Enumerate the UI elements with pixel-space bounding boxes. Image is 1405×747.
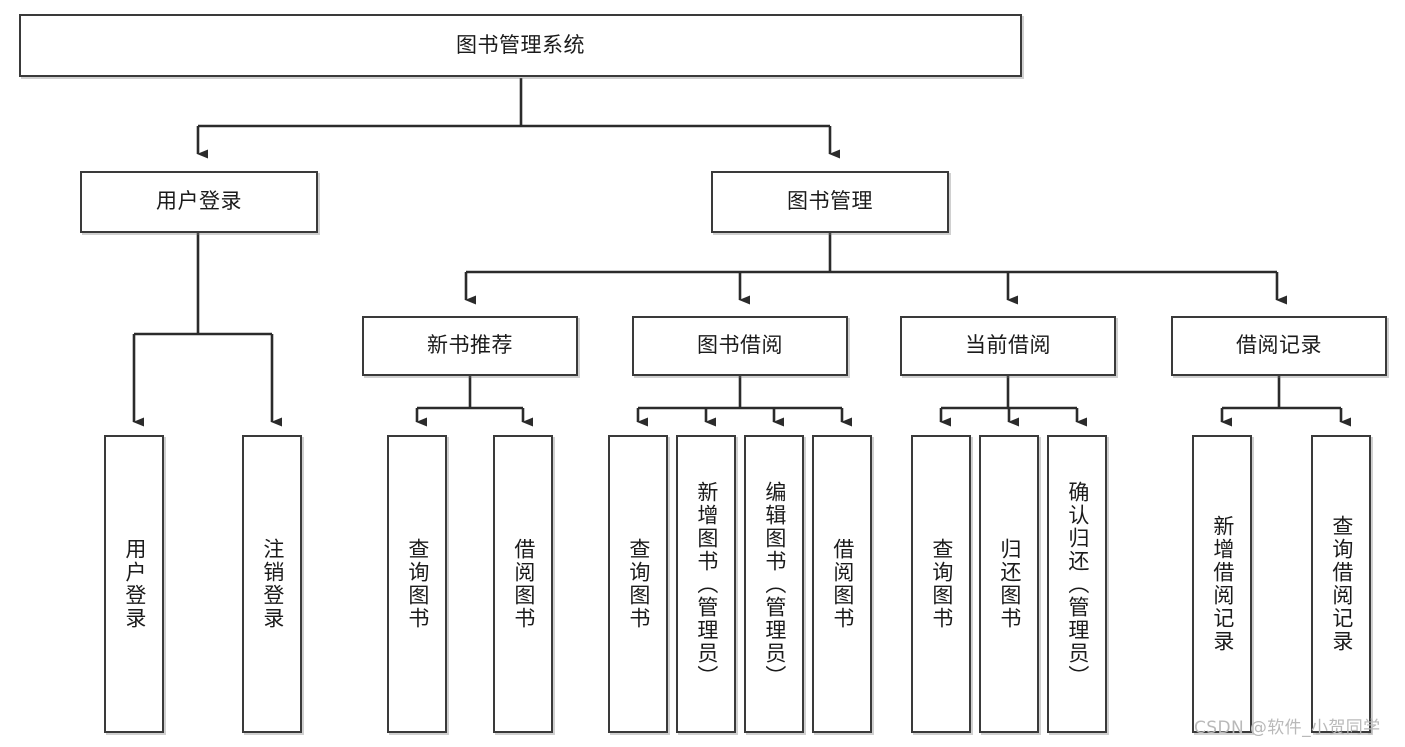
leaf-edit-book-admin[interactable]: 编辑图书（管理员） xyxy=(744,435,804,733)
leaf-user-login[interactable]: 用户登录 xyxy=(104,435,164,733)
leaf-query-book-current[interactable]: 查询图书 xyxy=(911,435,971,733)
leaf-query-book-recommend[interactable]: 查询图书 xyxy=(387,435,447,733)
leaf-add-borrow-record[interactable]: 新增借阅记录 xyxy=(1192,435,1252,733)
node-label: 注销登录 xyxy=(260,538,285,630)
leaf-borrow-book[interactable]: 借阅图书 xyxy=(812,435,872,733)
node-book-management[interactable]: 图书管理 xyxy=(711,171,949,233)
node-label: 图书管理系统 xyxy=(456,32,585,57)
node-label: 当前借阅 xyxy=(965,333,1051,358)
node-label: 查询图书 xyxy=(626,538,651,630)
leaf-user-logout[interactable]: 注销登录 xyxy=(242,435,302,733)
node-new-book-recommend[interactable]: 新书推荐 xyxy=(362,316,578,376)
leaf-borrow-book-recommend[interactable]: 借阅图书 xyxy=(493,435,553,733)
node-root-book-management-system[interactable]: 图书管理系统 xyxy=(19,14,1022,77)
node-current-borrow[interactable]: 当前借阅 xyxy=(900,316,1116,376)
leaf-return-book[interactable]: 归还图书 xyxy=(979,435,1039,733)
leaf-query-book-borrow[interactable]: 查询图书 xyxy=(608,435,668,733)
leaf-query-borrow-record[interactable]: 查询借阅记录 xyxy=(1311,435,1371,733)
node-label: 图书借阅 xyxy=(697,333,783,358)
leaf-confirm-return-admin[interactable]: 确认归还（管理员） xyxy=(1047,435,1107,733)
node-label: 查询图书 xyxy=(929,538,954,630)
node-user-login[interactable]: 用户登录 xyxy=(80,171,318,233)
node-label: 编辑图书（管理员） xyxy=(762,480,787,688)
node-label: 新增图书（管理员） xyxy=(694,480,719,688)
node-book-borrow[interactable]: 图书借阅 xyxy=(632,316,848,376)
node-label: 查询图书 xyxy=(405,538,430,630)
node-borrow-record[interactable]: 借阅记录 xyxy=(1171,316,1387,376)
node-label: 新增借阅记录 xyxy=(1210,515,1235,653)
node-label: 借阅记录 xyxy=(1236,333,1322,358)
node-label: 归还图书 xyxy=(997,538,1022,630)
node-label: 查询借阅记录 xyxy=(1329,515,1354,653)
node-label: 借阅图书 xyxy=(830,538,855,630)
csdn-watermark: CSDN @软件_小贺同学 xyxy=(1194,718,1381,738)
node-label: 图书管理 xyxy=(787,189,873,214)
node-label: 确认归还（管理员） xyxy=(1065,480,1090,688)
node-label: 用户登录 xyxy=(122,538,147,630)
node-label: 新书推荐 xyxy=(427,333,513,358)
leaf-add-book-admin[interactable]: 新增图书（管理员） xyxy=(676,435,736,733)
node-label: 借阅图书 xyxy=(511,538,536,630)
node-label: 用户登录 xyxy=(156,189,242,214)
